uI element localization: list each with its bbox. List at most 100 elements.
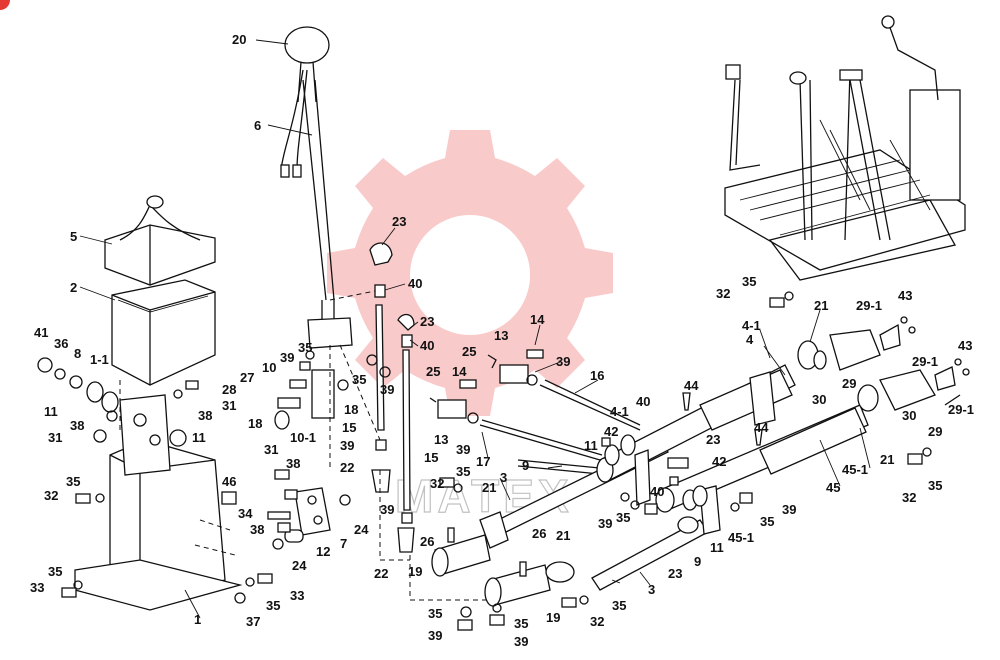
callout-31: 31 <box>222 398 236 413</box>
callout-2: 2 <box>70 280 77 295</box>
callout-32: 32 <box>716 286 730 301</box>
callout-14: 14 <box>452 364 467 379</box>
callout-10-1: 10-1 <box>290 430 316 445</box>
callout-42: 42 <box>712 454 726 469</box>
callout-36: 36 <box>54 336 68 351</box>
cover <box>111 279 216 386</box>
bottom-linkage <box>431 477 589 631</box>
callout-1-1: 1-1 <box>90 352 109 367</box>
callout-15: 15 <box>342 420 356 435</box>
callout-44: 44 <box>754 420 769 435</box>
callout-31: 31 <box>48 430 62 445</box>
callout-30: 30 <box>902 408 916 423</box>
callout-33: 33 <box>290 588 304 603</box>
callout-1: 1 <box>194 612 201 627</box>
gear-lever <box>280 26 353 349</box>
callout-16: 16 <box>590 368 604 383</box>
callout-32: 32 <box>430 476 444 491</box>
callout-29-1: 29-1 <box>948 402 974 417</box>
control-rods <box>366 242 490 601</box>
callout-45-1: 45-1 <box>842 462 868 477</box>
callout-11: 11 <box>710 540 724 555</box>
callout-29: 29 <box>928 424 942 439</box>
callout-11: 11 <box>44 404 58 419</box>
callout-21: 21 <box>556 528 570 543</box>
leader-lines <box>79 39 871 619</box>
dust-boot <box>104 195 216 286</box>
left-small-parts <box>37 357 273 604</box>
callout-38: 38 <box>198 408 212 423</box>
callout-12: 12 <box>316 544 330 559</box>
callout-44: 44 <box>684 378 699 393</box>
callout-35: 35 <box>616 510 630 525</box>
callout-35: 35 <box>298 340 312 355</box>
callout-23: 23 <box>706 432 720 447</box>
callout-3: 3 <box>648 582 655 597</box>
callout-19: 19 <box>546 610 560 625</box>
callout-39: 39 <box>556 354 570 369</box>
callout-31: 31 <box>264 442 278 457</box>
callout-39: 39 <box>598 516 612 531</box>
callout-46: 46 <box>222 474 236 489</box>
callout-18: 18 <box>248 416 262 431</box>
callout-11: 11 <box>584 438 598 453</box>
callout-35: 35 <box>428 606 442 621</box>
callout-35: 35 <box>48 564 62 579</box>
callout-13: 13 <box>494 328 508 343</box>
callout-39: 39 <box>380 382 394 397</box>
callout-35: 35 <box>742 274 756 289</box>
callout-35: 35 <box>928 478 942 493</box>
callout-21: 21 <box>482 480 496 495</box>
callout-39: 39 <box>380 502 394 517</box>
callout-4-1: 4-1 <box>610 404 629 419</box>
callout-3: 3 <box>500 470 507 485</box>
callout-45-1: 45-1 <box>728 530 754 545</box>
callout-6: 6 <box>254 118 261 133</box>
callout-35: 35 <box>66 474 80 489</box>
callout-40: 40 <box>636 394 650 409</box>
callout-4-1: 4-1 <box>742 318 761 333</box>
callout-21: 21 <box>814 298 828 313</box>
callout-5: 5 <box>70 229 77 244</box>
callout-35: 35 <box>760 514 774 529</box>
housing <box>74 394 243 611</box>
callout-28: 28 <box>222 382 236 397</box>
callout-15: 15 <box>424 450 438 465</box>
callout-4: 4 <box>746 332 754 347</box>
callout-23: 23 <box>392 214 406 229</box>
callout-35: 35 <box>266 598 280 613</box>
callout-29-1: 29-1 <box>912 354 938 369</box>
callout-38: 38 <box>70 418 84 433</box>
watermark-gear-icon <box>327 130 613 416</box>
callout-24: 24 <box>292 558 307 573</box>
callout-11: 11 <box>192 430 206 445</box>
callout-42: 42 <box>604 424 618 439</box>
callout-20: 20 <box>232 32 246 47</box>
callout-17: 17 <box>476 454 490 469</box>
callout-38: 38 <box>286 456 300 471</box>
callout-22: 22 <box>340 460 354 475</box>
callout-39: 39 <box>280 350 294 365</box>
callout-22: 22 <box>374 566 388 581</box>
callout-9: 9 <box>694 554 701 569</box>
callout-43: 43 <box>898 288 912 303</box>
callout-19: 19 <box>408 564 422 579</box>
callout-39: 39 <box>428 628 442 643</box>
callout-43: 43 <box>958 338 972 353</box>
callout-24: 24 <box>354 522 369 537</box>
callout-23: 23 <box>420 314 434 329</box>
right-shafts <box>596 364 869 535</box>
callout-27: 27 <box>240 370 254 385</box>
corner-mark <box>0 0 10 10</box>
callout-14: 14 <box>530 312 545 327</box>
callout-labels: 20 6 5 2 41 36 8 1-1 11 38 31 11 38 31 3… <box>30 32 974 649</box>
callout-39: 39 <box>456 442 470 457</box>
callout-18: 18 <box>344 402 358 417</box>
callout-41: 41 <box>34 325 48 340</box>
callout-23: 23 <box>668 566 682 581</box>
callout-21: 21 <box>880 452 894 467</box>
callout-26: 26 <box>532 526 546 541</box>
lever-bracket-parts <box>267 289 381 550</box>
callout-32: 32 <box>44 488 58 503</box>
callout-35: 35 <box>612 598 626 613</box>
